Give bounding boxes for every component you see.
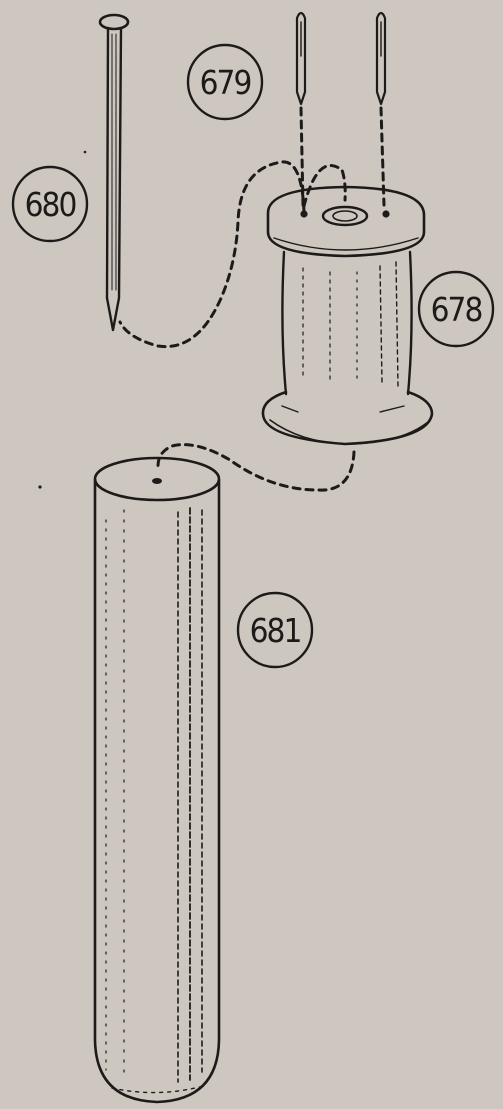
needle-right (377, 13, 385, 104)
spool-to-tube-thread (158, 445, 354, 490)
tube-figure (95, 458, 219, 1102)
needle-left (297, 13, 305, 104)
callout-label-680: 680 (25, 185, 76, 224)
nail-figure (100, 15, 128, 330)
needle-threads (301, 108, 384, 205)
spool-figure (263, 187, 432, 444)
callout-680: 680 (13, 167, 87, 241)
spool-to-nail-thread (120, 162, 304, 347)
speck (38, 485, 41, 488)
callout-681: 681 (238, 593, 312, 667)
callout-678: 678 (419, 272, 493, 346)
callout-label-678: 678 (431, 290, 482, 329)
speck (84, 151, 87, 154)
callout-label-681: 681 (250, 611, 301, 650)
callout-label-679: 679 (200, 63, 251, 102)
callout-679: 679 (188, 45, 262, 119)
spool-loop-thread (304, 166, 345, 207)
